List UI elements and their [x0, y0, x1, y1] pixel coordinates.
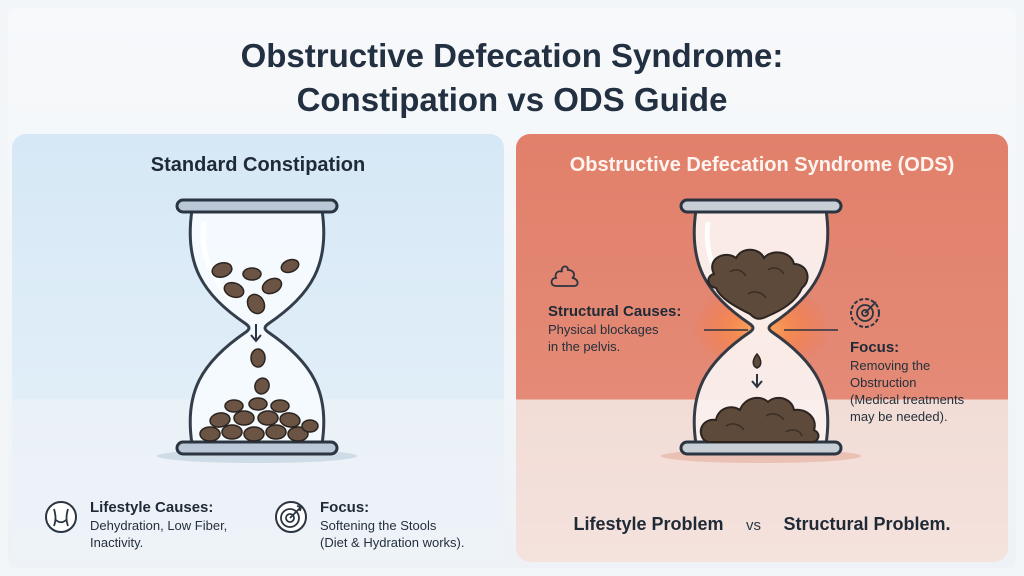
abdomen-icon: [45, 501, 77, 533]
comparison-right: Structural Problem.: [783, 514, 951, 534]
comparison-row: Lifestyle Problem vs Structural Problem.: [516, 514, 1008, 535]
hourglass-top-cap: [679, 198, 843, 214]
stool-icon: [550, 265, 579, 287]
left-focus-caption: Focus: Softening the Stools (Diet & Hydr…: [320, 498, 464, 551]
structural-causes-caption: Structural Causes: Physical blockages in…: [548, 302, 681, 355]
right-focus-heading: Focus:: [850, 339, 900, 356]
left-focus-heading: Focus:: [320, 499, 370, 516]
gear-target-icon: [850, 298, 880, 328]
down-arrow-icon: [250, 324, 262, 343]
page-title: Obstructive Defecation Syndrome: Constip…: [0, 34, 1024, 122]
standard-constipation-title: Standard Constipation: [150, 154, 366, 176]
down-arrow-icon: [751, 374, 763, 389]
callout-lines: [704, 329, 838, 331]
structural-causes-line-1: Physical blockages: [548, 322, 659, 337]
ods-panel: Obstructive Defecation Syndrome (ODS): [516, 134, 1008, 562]
structural-causes-heading: Structural Causes:: [548, 303, 682, 320]
standard-constipation-panel: Standard Constipation: [12, 134, 504, 562]
hourglass-top-cap: [175, 198, 339, 214]
right-focus-caption: Focus: Removing the Obstruction (Medical…: [850, 338, 964, 425]
right-focus-line-3: (Medical treatments: [850, 392, 965, 407]
hourglass-bottom-cap: [175, 440, 339, 456]
left-focus-line-1: Softening the Stools: [320, 518, 437, 533]
stool-pellets-middle: [250, 348, 270, 395]
target-icon: [275, 501, 307, 533]
title-line-1: Obstructive Defecation Syndrome:: [240, 37, 784, 74]
right-focus-line-2: Obstruction: [850, 375, 917, 390]
stool-drip: [752, 352, 762, 369]
lifestyle-causes-heading: Lifestyle Causes:: [90, 499, 214, 516]
left-focus-line-2: (Diet & Hydration works).: [320, 535, 465, 550]
lifestyle-causes-line-1: Dehydration, Low Fiber,: [90, 518, 228, 533]
hourglass-constipation-illustration: [157, 198, 357, 463]
lifestyle-causes-caption: Lifestyle Causes: Dehydration, Low Fiber…: [90, 498, 227, 551]
stool-blockage-mass: [707, 248, 809, 320]
hourglass-ods-illustration: [661, 198, 861, 463]
lifestyle-causes-line-2: Inactivity.: [90, 535, 144, 550]
structural-causes-line-2: in the pelvis.: [548, 339, 621, 354]
right-focus-line-1: Removing the: [850, 358, 931, 373]
stool-pellets-bottom: [199, 397, 319, 442]
comparison-vs: vs: [746, 517, 761, 534]
ods-title: Obstructive Defecation Syndrome (ODS): [569, 154, 955, 176]
comparison-left: Lifestyle Problem: [573, 514, 724, 534]
title-line-2: Constipation vs ODS Guide: [296, 81, 728, 118]
stool-pellets-top: [211, 258, 300, 315]
right-focus-line-4: may be needed).: [850, 409, 948, 424]
